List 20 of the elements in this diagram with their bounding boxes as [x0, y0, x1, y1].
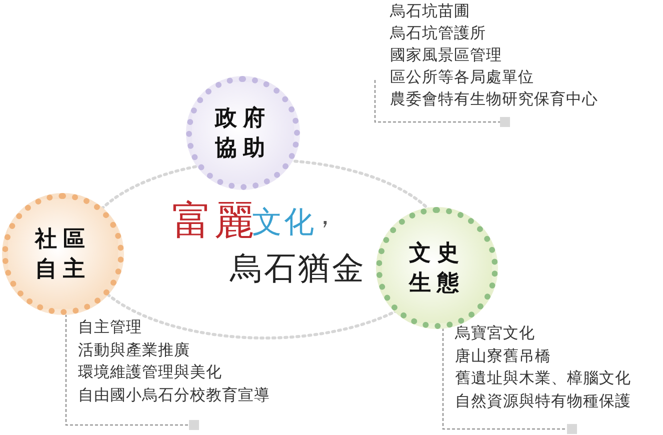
list-item: 烏石坑苗圃 — [390, 1, 471, 22]
slogan-text: 烏石猶金 — [230, 250, 366, 287]
list-item: 環境維護管理與美化 — [78, 362, 223, 383]
list-item: 區公所等各局處單位 — [390, 67, 535, 88]
circle-label: 文史生態 — [409, 239, 465, 298]
leader-line — [442, 328, 577, 434]
circle-label: 社區自主 — [35, 225, 91, 284]
list-item: 自主管理 — [78, 317, 143, 338]
list-item: 自由國小烏石分校教育宣導 — [78, 384, 270, 406]
list-item: 國家風景區管理 — [390, 45, 503, 66]
list-item: 農委會特有生物研究保育中心 — [390, 89, 598, 110]
list-item: 舊遺址與木業、樟腦文化 — [455, 368, 631, 389]
list-item: 烏寶宮文化 — [455, 323, 536, 344]
leader-line — [65, 314, 199, 430]
list-item: 活動與產業推廣 — [78, 340, 191, 360]
list-item: 唐山寮舊吊橋 — [455, 346, 552, 366]
list-item: 自然資源與特有物種保護 — [455, 390, 631, 412]
punctuation: ， — [312, 202, 340, 231]
list-item: 烏石坑管護所 — [390, 23, 487, 44]
circle-label: 政府協助 — [215, 104, 271, 163]
